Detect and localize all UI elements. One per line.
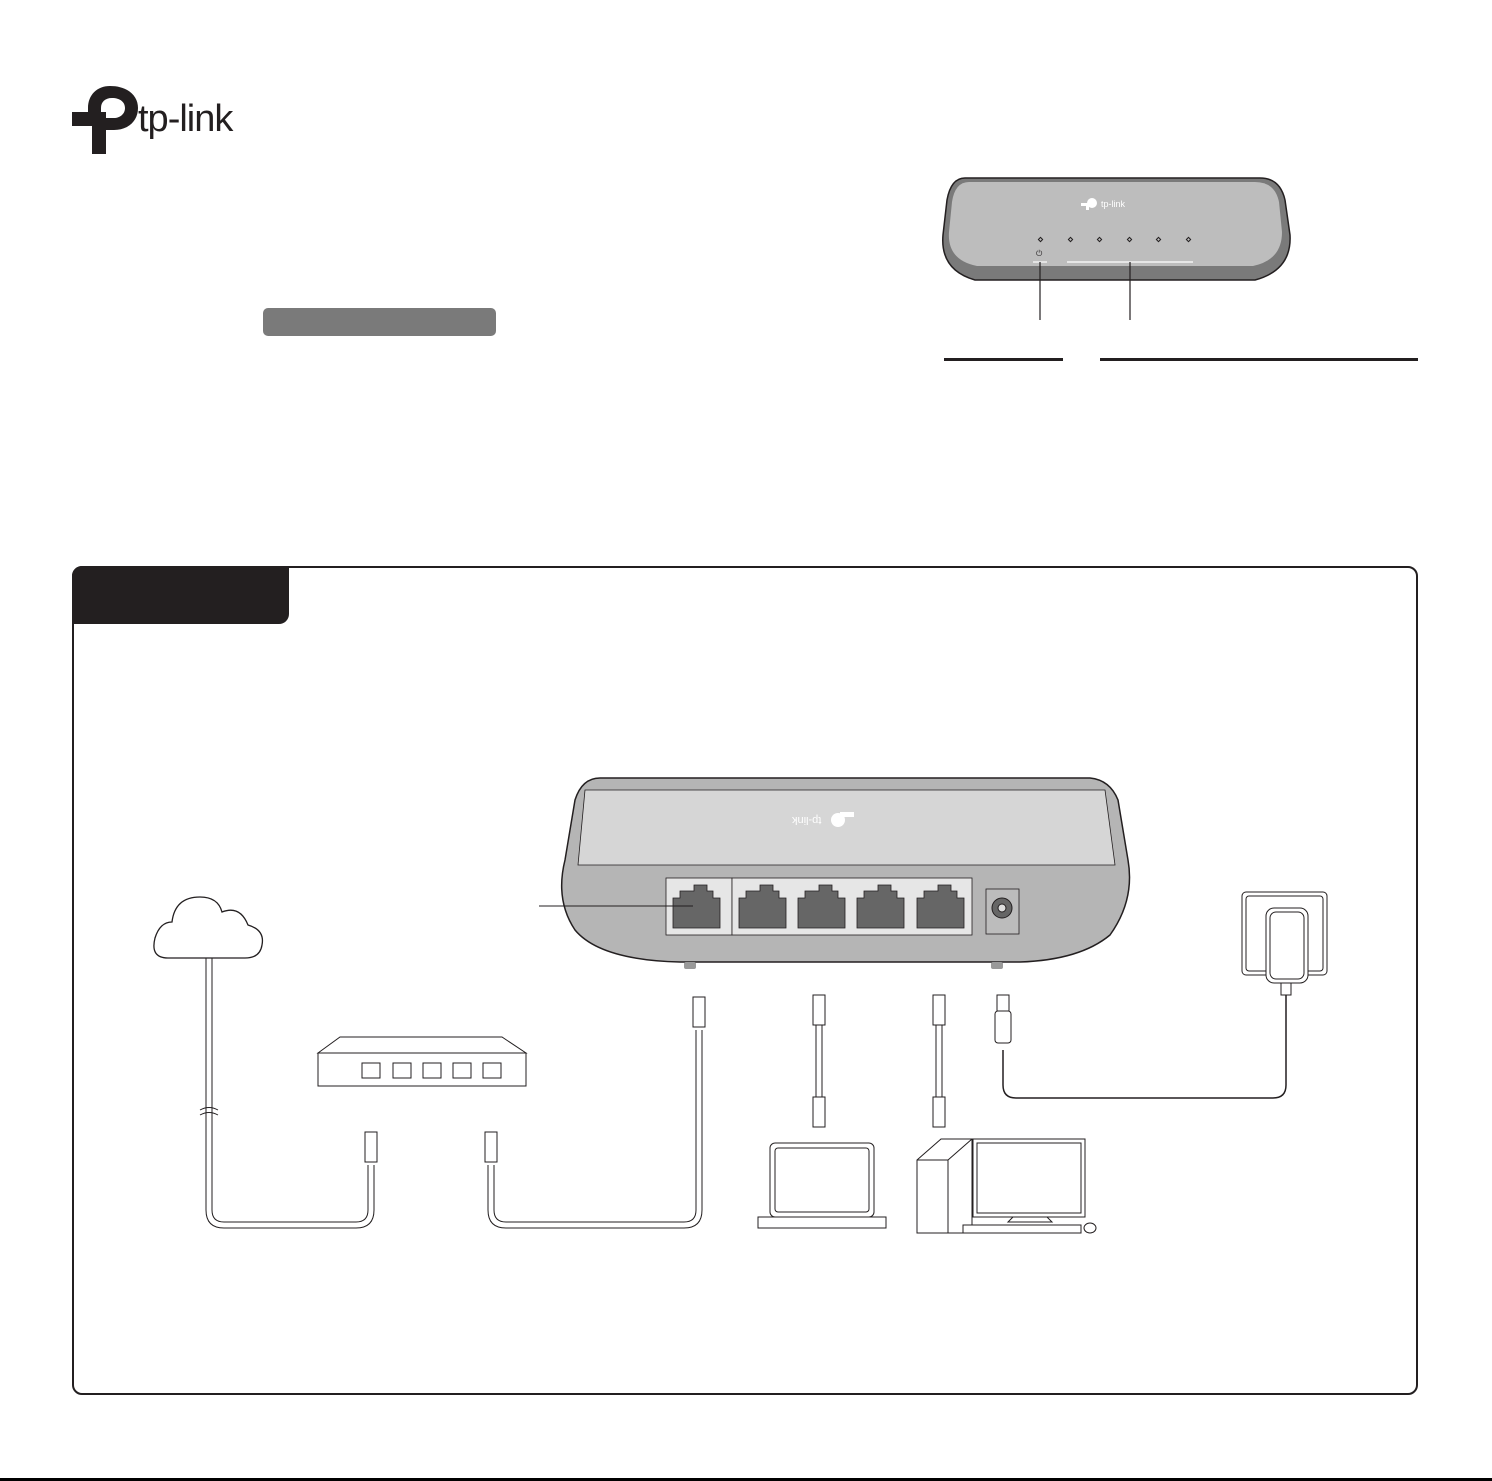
- tp-link-p-icon: [72, 86, 138, 154]
- bottom-rule: [0, 1478, 1492, 1481]
- logo-wordmark: tp-link: [138, 98, 233, 140]
- highlight-bar: [263, 308, 496, 336]
- svg-text:tp-link: tp-link: [1101, 199, 1126, 209]
- tp-link-logo: [72, 84, 262, 156]
- front-logo-icon: [1081, 198, 1097, 210]
- power-symbol-icon: ⏻: [1036, 249, 1043, 258]
- power-led-callout-line: [944, 358, 1063, 361]
- connection-section: [72, 566, 1418, 1395]
- port-leds-callout-line: [1100, 358, 1418, 361]
- front-panel-switch: tp-link ⏻: [935, 170, 1295, 320]
- section-tab: [72, 566, 289, 624]
